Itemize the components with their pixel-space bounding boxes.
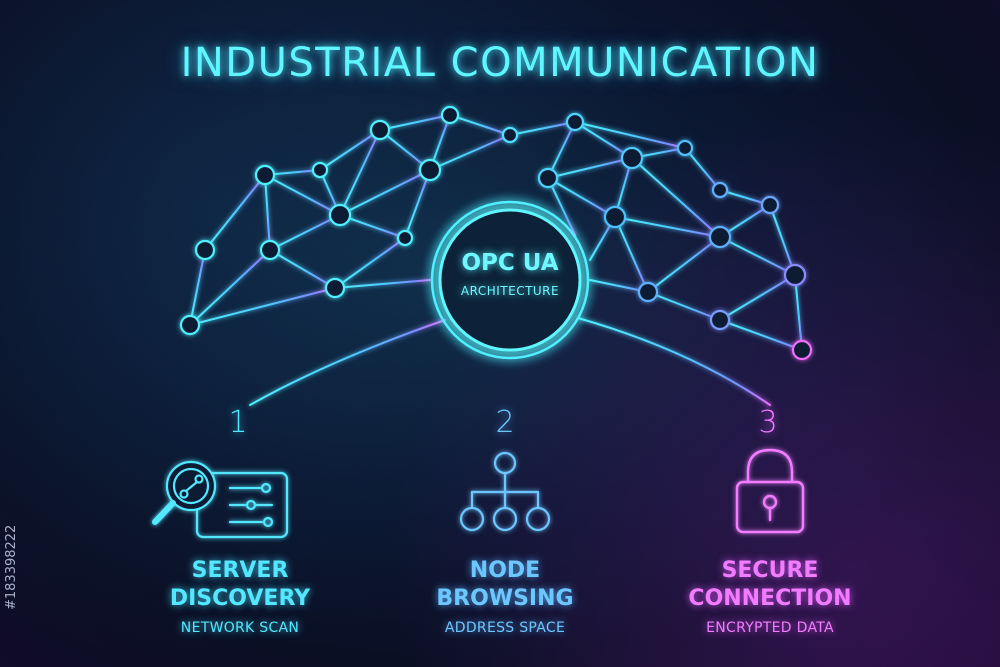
step-3-title-line2: CONNECTION <box>688 586 852 611</box>
step-3-subtitle: ENCRYPTED DATA <box>706 620 834 636</box>
hierarchy-tree-icon <box>459 451 551 532</box>
step-1-title-line2: DISCOVERY <box>169 586 311 611</box>
step-2-subtitle: ADDRESS SPACE <box>444 620 566 636</box>
connector-lines <box>249 317 771 406</box>
mesh-nodes <box>179 105 813 361</box>
page-title: INDUSTRIAL COMMUNICATION <box>180 40 820 86</box>
hub-subtitle: ARCHITECTURE <box>460 284 560 298</box>
hub-title: OPC UA <box>461 250 559 276</box>
right-mesh-edges <box>547 121 803 351</box>
step-1-title: SERVER DISCOVERY <box>120 557 360 613</box>
step-3-title: SECURE CONNECTION <box>650 557 890 613</box>
hub-circle <box>430 200 590 360</box>
step-3-number: 3 <box>758 405 778 440</box>
step-1-title-line1: SERVER <box>191 558 289 583</box>
magnifier-network-icon <box>152 460 289 539</box>
step-2-title: NODE BROWSING <box>385 557 625 613</box>
padlock-icon <box>735 448 805 534</box>
stock-id-watermark: #183398222 <box>4 524 19 610</box>
step-1-subtitle: NETWORK SCAN <box>180 620 300 636</box>
step-2-number: 2 <box>495 405 515 440</box>
step-3-title-line1: SECURE <box>721 558 819 583</box>
step-2-title-line1: NODE <box>469 558 541 583</box>
step-1-number: 1 <box>228 405 248 440</box>
step-2-title-line2: BROWSING <box>436 586 574 611</box>
